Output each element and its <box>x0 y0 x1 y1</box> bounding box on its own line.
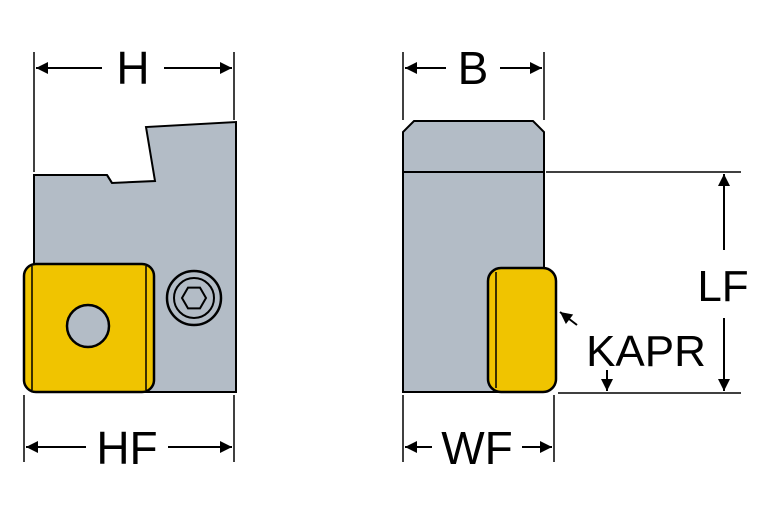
dimension-lf: LF <box>546 171 749 394</box>
label-lf: LF <box>697 262 748 311</box>
label-wf: WF <box>441 422 513 474</box>
label-h: H <box>116 42 149 94</box>
dimension-kapr: KAPR <box>559 311 706 391</box>
hex-socket-screw-icon <box>165 269 223 327</box>
dimension-wf: WF <box>402 395 555 474</box>
dimension-hf: HF <box>23 395 235 474</box>
dimension-b: B <box>402 42 545 120</box>
side-view: H HF <box>22 42 237 474</box>
label-kapr: KAPR <box>586 327 706 376</box>
side-view-notch <box>106 174 113 184</box>
front-view: B WF LF KAPR <box>402 42 749 474</box>
label-b: B <box>458 42 489 94</box>
dimension-h: H <box>33 42 235 172</box>
front-view-head <box>402 120 545 173</box>
label-hf: HF <box>96 422 157 474</box>
circle-hole-icon <box>65 303 111 349</box>
front-view-insert <box>486 266 558 394</box>
